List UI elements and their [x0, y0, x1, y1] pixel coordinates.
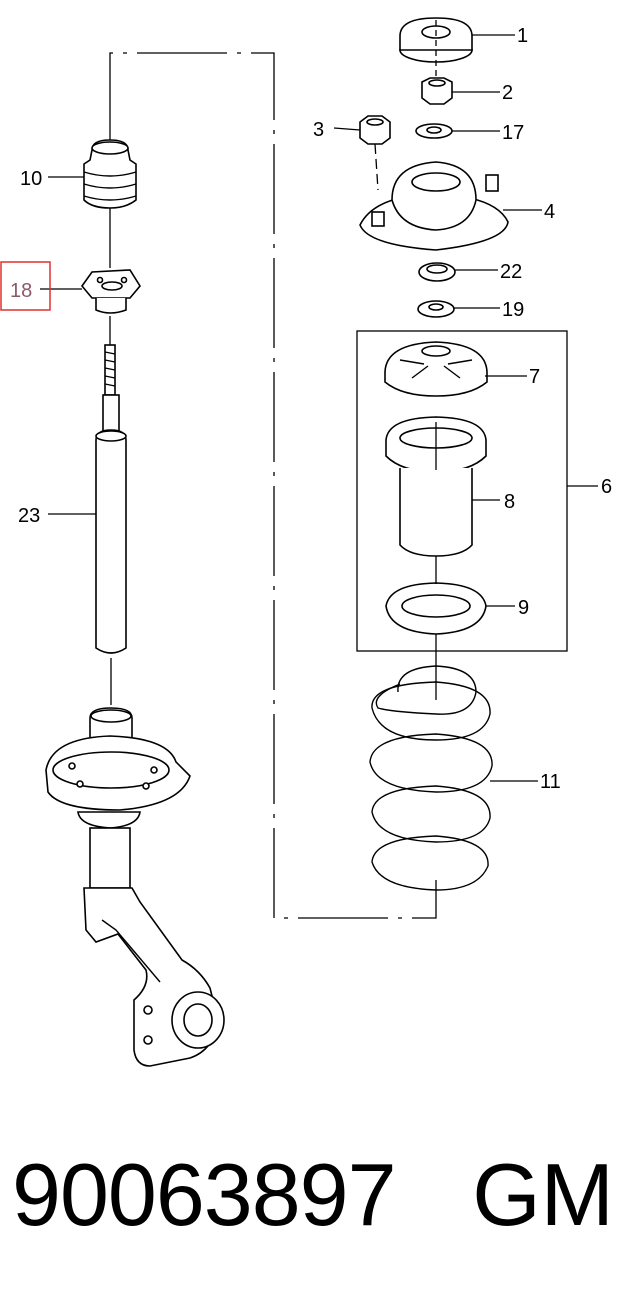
part-washer-19: [417, 300, 455, 318]
footer: 90063897 GM: [0, 1140, 628, 1260]
callout-22: 22: [500, 261, 522, 283]
callout-labels: 1 2 3 17 4 22 19 7 6 8 9 11 10 18 23: [10, 25, 612, 793]
callout-18: 18: [10, 280, 32, 302]
part-strut-mount: [359, 161, 509, 251]
callout-17: 17: [502, 122, 524, 144]
callout-7: 7: [529, 366, 540, 388]
part-washer-17: [415, 123, 453, 139]
part-strut-knuckle: [45, 707, 225, 1067]
callout-10: 10: [20, 168, 42, 190]
brand-name: GM: [472, 1145, 614, 1244]
part-nut-top: [421, 77, 453, 105]
callout-6: 6: [601, 476, 612, 498]
callout-19: 19: [502, 299, 524, 321]
part-bump-stop-10: [83, 139, 137, 268]
callout-1: 1: [517, 25, 528, 47]
part-plate-18: [80, 269, 141, 314]
callout-8: 8: [504, 491, 515, 513]
callout-9: 9: [518, 597, 529, 619]
exploded-parts-diagram: 1 2 3 17 4 22 19 7 6 8 9 11 10 18 23: [0, 17, 612, 1067]
part-boot-8: [385, 416, 487, 557]
callout-23: 23: [18, 505, 40, 527]
part-bearing-7: [384, 341, 488, 397]
callout-3: 3: [313, 119, 324, 141]
callout-4: 4: [544, 201, 555, 223]
part-nut-3: [359, 115, 391, 191]
part-bushing-22: [418, 262, 456, 282]
part-number: 90063897: [12, 1145, 397, 1244]
assembly-connector-frame: [109, 52, 437, 919]
callout-2: 2: [502, 82, 513, 104]
callout-11: 11: [540, 771, 561, 793]
part-coil-spring-11: [369, 634, 493, 891]
leader-lines: [40, 20, 598, 782]
part-shock-absorber-23: [95, 316, 127, 705]
part-spring-seat-9: [385, 582, 487, 635]
callout-18-highlight-box: [0, 261, 51, 311]
kit-box-6: [356, 330, 568, 652]
